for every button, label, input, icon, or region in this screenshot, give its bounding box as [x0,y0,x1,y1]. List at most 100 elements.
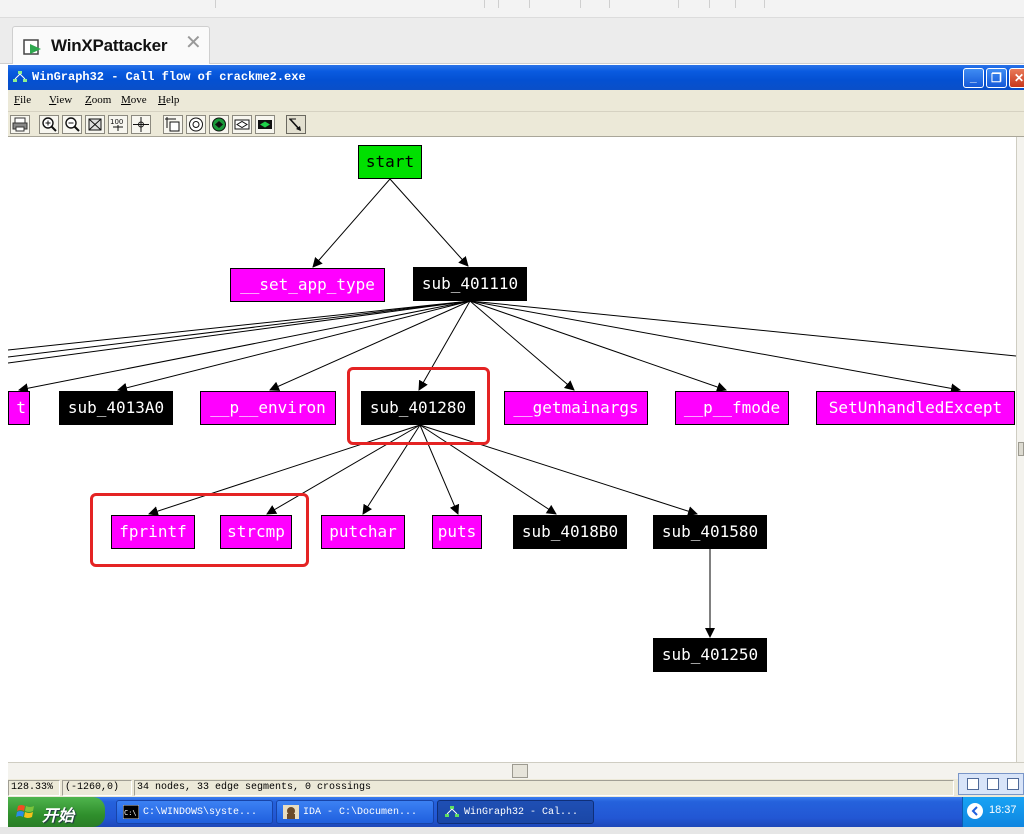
node-putchar[interactable]: putchar [321,515,405,549]
language-bar[interactable] [958,773,1024,795]
zoom-100-button[interactable]: 100 [108,115,128,134]
fit-graph-button[interactable] [255,115,275,134]
host-toolbar-button[interactable] [678,0,710,8]
maximize-button[interactable]: ❐ [986,68,1007,88]
move-button[interactable] [163,115,183,134]
menu-zoom[interactable]: Zoom [85,94,112,106]
status-position: (-1260,0) [62,780,132,796]
print-button[interactable] [10,115,30,134]
fit-window-button[interactable] [85,115,105,134]
zoom-in-button[interactable] [39,115,59,134]
start-label: 开始 [42,806,75,825]
graph-edge [418,300,471,391]
graph-edge [469,300,1016,357]
close-icon[interactable]: ✕ [185,32,202,54]
svg-text:C:\: C:\ [124,809,137,817]
select-button[interactable] [286,115,306,134]
status-bar: 128.33% (-1260,0) 34 nodes, 33 edge segm… [8,779,1024,797]
node-sub-4013a0[interactable]: sub_4013A0 [59,391,173,425]
toolbar: 100 [8,112,1024,137]
window-title: WinGraph32 - Call flow of crackme2.exe [32,70,306,84]
zoom-100-icon: 100 [110,118,123,131]
clock[interactable]: 18:37 [989,804,1017,816]
zoom-out-icon [65,117,80,132]
center-button[interactable] [131,115,151,134]
chevron-left-icon[interactable] [967,803,983,819]
taskbar-item-wingraph[interactable]: WinGraph32 - Cal... [437,800,594,824]
menu-move[interactable]: Move [121,94,147,106]
menu-file[interactable]: File [14,94,32,106]
menu-view[interactable]: View [49,94,73,106]
system-tray: 18:37 [962,797,1024,827]
ime-option-icon[interactable] [987,778,999,790]
reposition-icon [234,119,250,130]
node-sub-401250[interactable]: sub_401250 [653,638,767,672]
node-sub-401280[interactable]: sub_401280 [361,391,475,425]
node-sub-4018b0[interactable]: sub_4018B0 [513,515,627,549]
graph-edge [8,300,471,364]
layout-icon [212,117,226,132]
status-summary: 34 nodes, 33 edge segments, 0 crossings [134,780,954,796]
vertical-scroll-thumb[interactable] [1018,442,1024,456]
menu-help[interactable]: Help [158,94,180,106]
horizontal-scrollbar[interactable] [8,762,1024,779]
reposition-button[interactable] [232,115,252,134]
highlight-box-string-functions [90,493,309,567]
host-tab-winxpattacker[interactable]: WinXPattacker ✕ [12,26,210,64]
vm-icon [23,39,41,55]
start-button[interactable]: 开始 [8,797,105,827]
taskbar-item-label: IDA - C:\Documen... [303,807,418,818]
node-p-environ[interactable]: __p__environ [200,391,336,425]
taskbar-item-console[interactable]: C:\ C:\WINDOWS\syste... [116,800,273,824]
graph-canvas[interactable]: start __set_app_type sub_401110 t sub_40… [8,137,1016,762]
host-toolbar-button[interactable] [735,0,765,8]
node-getmainargs[interactable]: __getmainargs [504,391,648,425]
node-start[interactable]: start [358,145,422,179]
taskbar-item-label: C:\WINDOWS\syste... [143,807,258,818]
node-p-fmode[interactable]: __p__fmode [675,391,789,425]
console-icon: C:\ [123,805,139,819]
minimize-icon: _ [970,70,977,84]
minimize-button[interactable]: _ [963,68,984,88]
graph-edge [389,178,469,267]
node-sub-401110[interactable]: sub_401110 [413,267,527,301]
graph-edge [18,300,471,394]
layout-button[interactable] [209,115,229,134]
taskbar: 开始 C:\ C:\WINDOWS\syste... IDA - C:\Docu… [8,797,1024,827]
svg-text:100: 100 [110,118,123,126]
close-button[interactable]: ✕ [1009,68,1024,88]
graph-edge [419,424,698,517]
graph-edge [148,424,421,516]
host-tab-title: WinXPattacker [51,36,168,55]
vertical-scrollbar[interactable] [1016,137,1024,762]
host-toolbar-button[interactable] [580,0,610,8]
node-truncated-left[interactable]: t [8,391,30,425]
node-set-app-type[interactable]: __set_app_type [230,268,385,302]
center-icon [133,117,149,132]
graph-edge [419,424,557,515]
taskbar-item-label: WinGraph32 - Cal... [464,807,579,818]
ida-icon [283,805,299,819]
taskbar-item-ida[interactable]: IDA - C:\Documen... [276,800,434,824]
zoom-out-button[interactable] [62,115,82,134]
zoom-in-icon [42,117,57,132]
overview-button[interactable] [186,115,206,134]
keyboard-icon[interactable] [967,778,979,790]
wingraph-icon [445,806,459,817]
node-puts[interactable]: puts [432,515,482,549]
node-set-unhandled-exception-filter[interactable]: SetUnhandledExcept [816,391,1015,425]
graph-edge [469,300,961,394]
move-icon [165,117,180,132]
window-titlebar[interactable]: WinGraph32 - Call flow of crackme2.exe _… [8,65,1024,90]
node-fprintf[interactable]: fprintf [111,515,195,549]
graph-edge [312,178,391,268]
host-toolbar-button[interactable] [498,0,530,8]
node-sub-401580[interactable]: sub_401580 [653,515,767,549]
graph-edge [266,424,421,515]
horizontal-scroll-thumb[interactable] [512,764,528,778]
ime-menu-icon[interactable] [1007,778,1019,790]
node-strcmp[interactable]: strcmp [220,515,292,549]
menu-bar: File View Zoom Move Help [8,90,1024,112]
fit-graph-icon [258,120,272,129]
